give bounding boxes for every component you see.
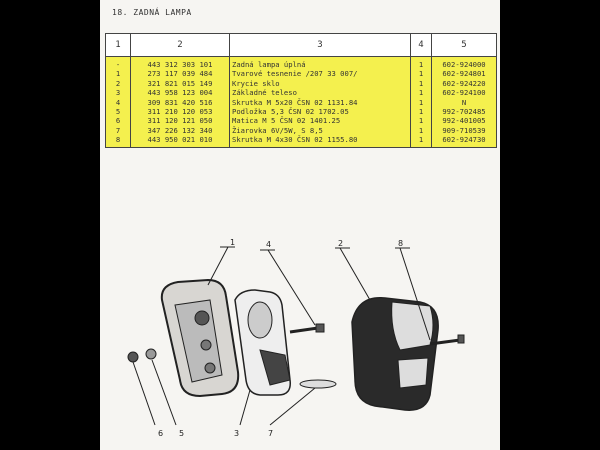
table-cell: 8 [105,135,131,148]
col-header: 2 [130,33,230,57]
table-cell: 602-924000 [431,56,497,70]
document-page: 18. ZADNÁ LAMPA 1 2 3 4 5 -443 312 303 1… [100,0,500,450]
exploded-diagram: 1 4 2 8 6 5 3 7 [127,238,465,438]
table-cell: N [431,97,497,108]
table-cell: 909-710539 [431,125,497,136]
table-cell: 602-924100 [431,88,497,98]
table-cell: Zadná lampa úplná [229,56,411,70]
label-5: 5 [179,429,184,438]
table-cell: 1 [410,56,432,70]
label-1: 1 [230,238,235,247]
table-cell: 992-702485 [431,107,497,117]
table-cell: - [105,56,131,70]
label-4: 4 [266,240,271,249]
table-cell: 602-924801 [431,69,497,79]
col-header: 3 [229,33,411,57]
col-header: 5 [431,33,497,57]
table-cell: 602-924730 [431,135,497,148]
label-8: 8 [398,239,403,248]
table-cell: 443 950 021 010 [130,135,230,148]
col-header: 1 [105,33,131,57]
label-2: 2 [338,239,343,248]
label-6: 6 [158,429,163,438]
label-3: 3 [234,429,239,438]
page-title: 18. ZADNÁ LAMPA [112,8,192,17]
table-cell: 992-401005 [431,116,497,126]
table-cell: 443 312 303 101 [130,56,230,70]
label-7: 7 [268,429,273,438]
table-cell: 602-924220 [431,78,497,89]
table-cell: Skrutka M 4x30 ČSN 02 1155.80 [229,135,411,148]
